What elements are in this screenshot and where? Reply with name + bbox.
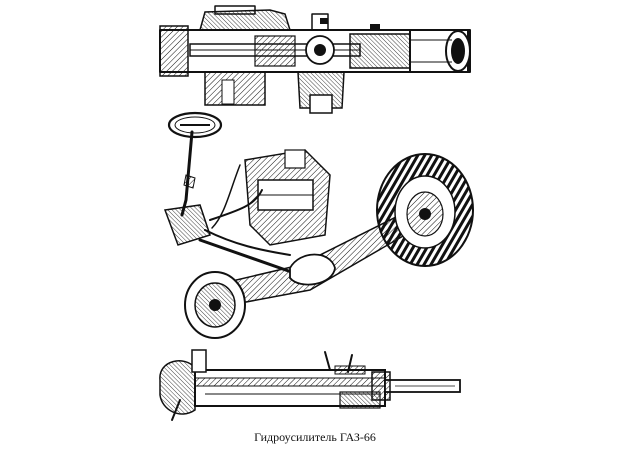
steering-gear-section xyxy=(159,5,471,114)
steering-assembly-view xyxy=(163,111,474,339)
figure-caption: Гидроусилитель ГАЗ-66 xyxy=(254,430,376,444)
power-cylinder-view xyxy=(159,349,461,421)
